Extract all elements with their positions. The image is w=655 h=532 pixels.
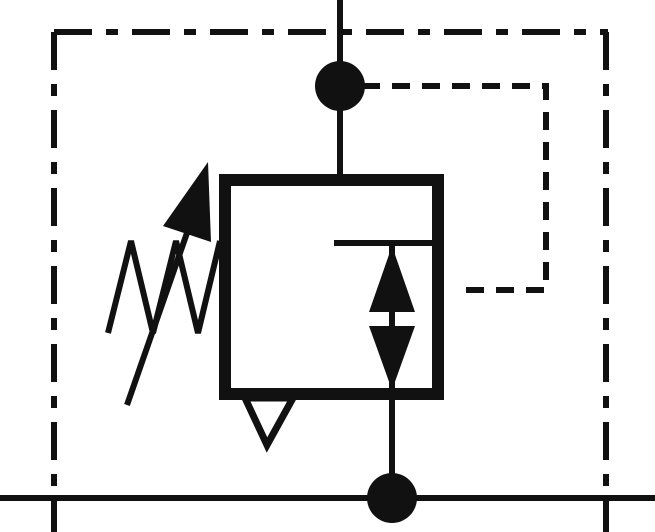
flow-arrow-down-head: [369, 326, 415, 390]
bottom-junction-dot: [367, 473, 417, 523]
flow-double-arrow: [369, 243, 415, 395]
pilot-dashed-line: [362, 83, 549, 293]
enclosure-border: [51, 29, 609, 532]
exhaust-triangle: [239, 394, 299, 453]
adjust-arrow-head: [163, 162, 211, 242]
valve-body-square: [219, 174, 444, 400]
adjust-arrow-shaft: [124, 209, 198, 406]
spring-zigzag: [105, 240, 223, 334]
adjustable-spring: [105, 162, 223, 406]
flow-arrow-up-head: [369, 246, 415, 312]
top-junction-dot: [315, 61, 365, 111]
